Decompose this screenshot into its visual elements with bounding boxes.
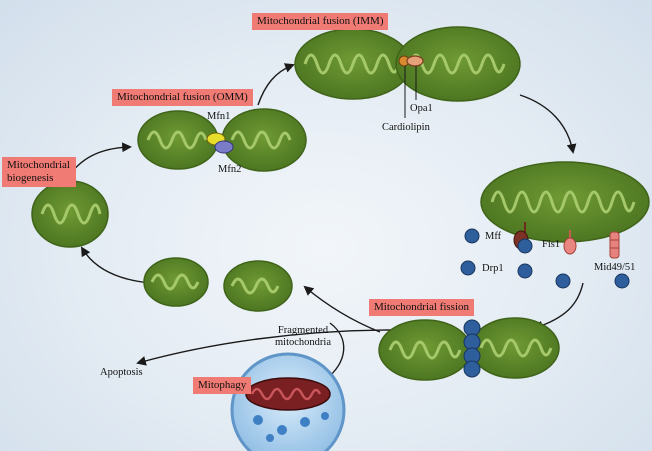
arrow-fission-to-fragmented — [303, 285, 381, 333]
label-apoptosis: Apoptosis — [100, 367, 143, 378]
mitochondrion-omm-left — [137, 110, 219, 170]
mitochondrion-fission-right — [470, 317, 560, 379]
label-cardiolipin: Cardiolipin — [382, 122, 430, 133]
label-drp1: Drp1 — [482, 263, 504, 274]
label-opa1: Opa1 — [410, 103, 433, 114]
label-mid49-51: Mid49/51 — [594, 262, 636, 273]
label-fragmented-line1: Fragmented — [277, 325, 329, 336]
label-fragmented-line2: mitochondria — [275, 337, 331, 348]
label-mitophagy: Mitophagy — [193, 377, 252, 394]
label-fusion-omm: Mitochondrial fusion (OMM) — [112, 89, 253, 106]
fragmented-mitochondrion-right — [223, 260, 293, 312]
mitochondrion-biogenesis — [31, 180, 109, 248]
mid49-51-adaptor — [609, 231, 620, 259]
label-biogenesis: Mitochondrial biogenesis — [2, 157, 76, 187]
fragmented-mitochondrion-left — [143, 257, 209, 307]
fis1-adaptor — [563, 230, 577, 255]
mitochondrion-imm-left — [294, 28, 412, 100]
arrow-omm-to-imm — [257, 63, 295, 106]
opa1-protein — [406, 55, 424, 67]
label-fis1: Fis1 — [542, 239, 561, 250]
drp1-ring — [463, 319, 481, 378]
mitochondrion-imm-right — [395, 26, 521, 102]
arrow-imm-to-fission-target — [519, 94, 577, 154]
label-fusion-imm: Mitochondrial fusion (IMM) — [252, 13, 389, 30]
mitochondrion-pre-fission — [480, 161, 650, 243]
arrow-fragmented-to-biogenesis — [81, 246, 151, 284]
label-fission: Mitochondrial fission — [369, 299, 475, 316]
label-mfn2: Mfn2 — [218, 164, 242, 175]
label-fragmented: Fragmented mitochondria — [263, 325, 343, 349]
label-mfn1: Mfn1 — [207, 111, 231, 122]
label-mff: Mff — [485, 231, 502, 242]
drp1-molecules — [460, 228, 630, 289]
autophagosome — [230, 352, 346, 451]
mfn2-protein — [214, 140, 234, 154]
arrow-to-fission — [533, 282, 584, 331]
mitochondrion-fission-left — [378, 319, 472, 381]
arrow-to-apoptosis — [136, 329, 393, 366]
mitochondrion-omm-right — [221, 108, 307, 172]
